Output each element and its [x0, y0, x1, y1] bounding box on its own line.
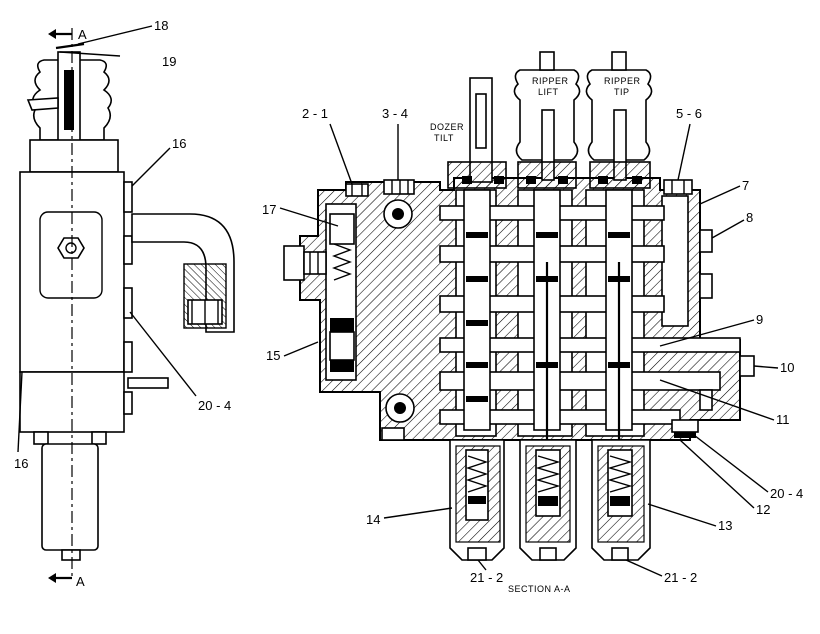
side-small-block: [127, 377, 169, 389]
end-cap-middle: [519, 439, 577, 561]
side-pin-18: [55, 42, 85, 50]
label-ripper-tip-line1: RIPPER: [604, 76, 641, 86]
end-cap-13: [591, 439, 651, 561]
side-pin-19: [59, 51, 121, 57]
callout-20-4-right: 20 - 4: [770, 486, 803, 501]
callout-16-top: 16: [172, 136, 186, 151]
side-callouts: 18 19 16 16 20 - 4: [14, 18, 231, 471]
callout-12: 12: [756, 502, 770, 517]
plug-3-4: [383, 179, 415, 229]
side-stem-inner: [64, 70, 74, 130]
end-cap-14: [449, 439, 505, 561]
side-flange: [29, 139, 119, 173]
callout-11: 11: [776, 412, 790, 427]
callout-20-4-left: 20 - 4: [198, 398, 231, 413]
callout-17: 17: [262, 202, 276, 217]
lower-left-plug: [381, 393, 415, 441]
side-bolts: [123, 181, 133, 415]
callout-13: 13: [718, 518, 732, 533]
side-bottom-cap: [61, 549, 81, 561]
section-view: DOZER TILT RIPPER LIFT RIPPER TIP SECTIO…: [283, 51, 755, 594]
side-hex-inner: [65, 242, 77, 254]
dozer-seal-block: [447, 161, 507, 189]
callout-15: 15: [266, 348, 280, 363]
label-ripper-tip-line2: TIP: [614, 87, 630, 97]
spool-dozer-tilt: [447, 77, 507, 431]
relief-valve-17: [329, 213, 355, 372]
callout-7: 7: [742, 178, 749, 193]
spool-ripper-tip: [585, 51, 653, 500]
side-view: A A: [19, 27, 235, 589]
side-lever: [26, 97, 59, 111]
side-bottom-bolt-2: [91, 431, 107, 445]
side-bottom-cylinder: [41, 443, 99, 551]
section-callouts: 2 - 1 3 - 4 5 - 6 7 8 17 9 10 15 11 20 -…: [262, 106, 803, 585]
section-marker-bottom: A: [76, 574, 85, 589]
side-cover-plate: [39, 211, 103, 299]
label-ripper-lift-line2: LIFT: [538, 87, 559, 97]
side-hex-plug: [57, 237, 85, 259]
callout-19: 19: [162, 54, 176, 69]
side-main-body: [19, 171, 125, 373]
label-ripper-lift-line1: RIPPER: [532, 76, 569, 86]
callout-2-1: 2 - 1: [302, 106, 328, 121]
label-dozer-line2: TILT: [434, 133, 454, 143]
callout-3-4: 3 - 4: [382, 106, 408, 121]
callout-16-bottom: 16: [14, 456, 28, 471]
callout-8: 8: [746, 210, 753, 225]
plug-2-1: [345, 183, 369, 197]
plug-20-4: [671, 419, 699, 438]
callout-21-2-left: 21 - 2: [470, 570, 503, 585]
callout-21-2-right: 21 - 2: [664, 570, 697, 585]
label-dozer-line1: DOZER: [430, 122, 464, 132]
side-bottom-bolt-1: [33, 431, 49, 445]
right-bolts: [699, 229, 755, 411]
callout-5-6: 5 - 6: [676, 106, 702, 121]
section-marker-top: A: [78, 27, 87, 42]
spool-ripper-lift: [513, 51, 581, 500]
section-caption: SECTION A-A: [508, 584, 571, 594]
callout-18: 18: [154, 18, 168, 33]
plug-5-6: [663, 179, 693, 195]
callout-10: 10: [780, 360, 794, 375]
callout-9: 9: [756, 312, 763, 327]
left-port-fitting: [283, 245, 327, 281]
callout-14: 14: [366, 512, 380, 527]
